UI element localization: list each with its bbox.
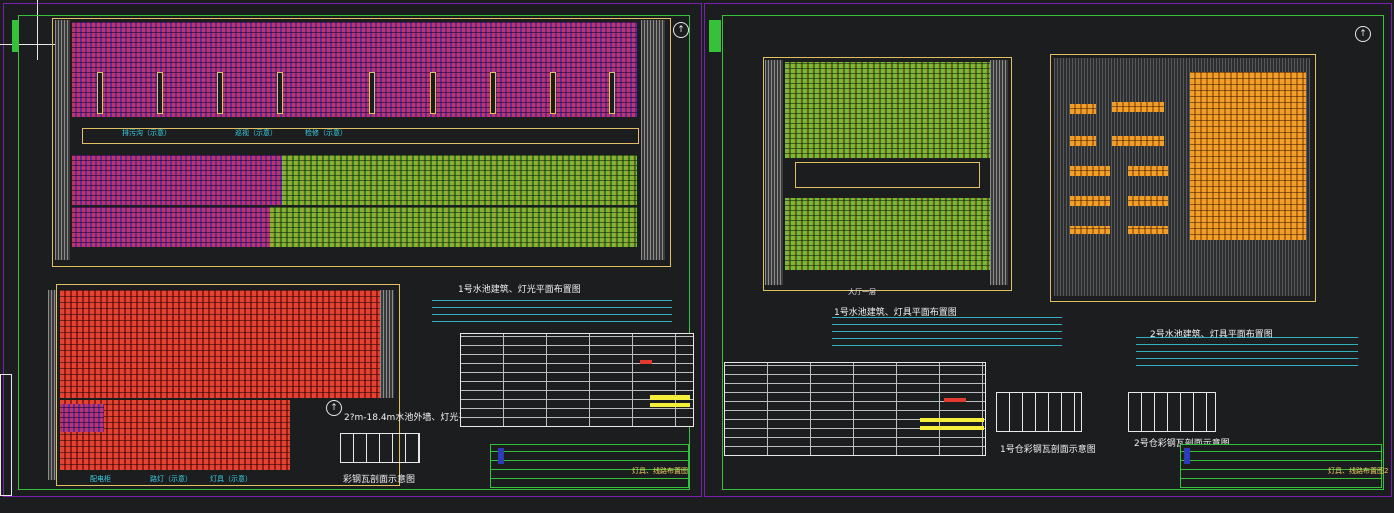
plan2-orange-small-1 [1070, 104, 1096, 114]
sheet2-frame [722, 15, 1384, 490]
top-plan-green-lower [282, 155, 637, 205]
top-plan-column-3 [217, 72, 223, 114]
plan1-gray-left [765, 60, 783, 285]
left-edge-strip [0, 374, 12, 496]
top-plan-gray-right [641, 20, 665, 260]
plan2-orange-small-6 [1128, 166, 1168, 176]
xsec-right-diagram [1128, 392, 1216, 432]
sheet2-table-highlight-2 [920, 426, 984, 430]
sheet2-right-title: 2号水池建筑、灯具平面布置图 [1150, 330, 1273, 340]
top-plan-green-bottom [270, 207, 637, 247]
plan2-orange-small-4 [1112, 136, 1164, 146]
north-arrow-icon: ↑ [673, 22, 689, 38]
plan2-orange-small-5 [1070, 166, 1110, 176]
plan1-corridor [795, 162, 980, 188]
xsec-left-diagram [340, 433, 420, 463]
sheet1-title-block [490, 444, 689, 488]
sheet1-notes [432, 294, 672, 328]
sheet1-equipment-table [460, 333, 694, 427]
sheet2-left-notes [832, 316, 1062, 352]
xsec-left-title: 彩钢瓦剖面示意图 [343, 475, 416, 485]
plan1-green-top [785, 62, 990, 158]
plan2-outline [1050, 54, 1316, 302]
sheet1-table-highlight-2 [650, 403, 690, 407]
top-plan-magenta-bottom [72, 207, 270, 247]
sheet2-table-red [944, 398, 966, 402]
top-plan-column-9 [609, 72, 615, 114]
north-arrow-lower-icon: ↑ [326, 400, 342, 416]
plan2-orange-small-2 [1112, 102, 1164, 112]
plan1-outline [763, 57, 1012, 291]
sheet2-title-block [1180, 444, 1382, 488]
lower-callout-2: 路灯（示意） [150, 475, 192, 483]
top-plan-column-4 [277, 72, 283, 114]
lower-plan-outline [56, 284, 400, 486]
sheet1-logo [498, 448, 504, 464]
top-callout-1: 排污沟（示意） [122, 129, 171, 137]
plan2-orange-small-8 [1128, 196, 1168, 206]
top-plan-corridor [82, 128, 639, 144]
sheet2-right-notes [1136, 336, 1358, 372]
crosshair-cursor [37, 0, 38, 60]
xsec-mid-diagram [996, 392, 1082, 432]
sheet1-table-highlight-1 [650, 395, 690, 400]
lower-plan-gray-left [48, 290, 56, 480]
top-plan-column-1 [97, 72, 103, 114]
plan1-stage-label: 大厅一层 [848, 288, 876, 296]
sheet1-table-red [640, 360, 652, 364]
lower-plan-title: 2?m-18.4m水池外墙、灯光平面布置图 [344, 413, 504, 423]
plan2-orange-small-10 [1128, 226, 1168, 234]
sheet2-titleblock-name: 灯具、线路布置图2 [1328, 467, 1389, 475]
crosshair-cursor-h [0, 44, 60, 45]
top-plan-magenta-top [72, 22, 637, 72]
top-plan-magenta-lower-left [72, 155, 282, 205]
sheet1-titleblock-name: 灯具、线路布置图 [632, 467, 688, 475]
plan1-gray-right [990, 60, 1008, 285]
sheet1-title: 1号水池建筑、灯光平面布置图 [458, 285, 581, 295]
plan2-orange-small-7 [1070, 196, 1110, 206]
sheet2-left-tab [709, 20, 721, 52]
top-plan-magenta-mid [72, 72, 637, 117]
top-plan-outline [52, 18, 671, 267]
lower-plan-magenta-block [60, 404, 104, 432]
sheet2-equipment-table [724, 362, 986, 456]
sheet1-left-tab [12, 20, 18, 52]
sheet-left-border [3, 3, 702, 497]
lower-plan-gray-right [380, 290, 394, 398]
sheet2-logo [1184, 448, 1190, 464]
sheet2-table-highlight-1 [920, 418, 984, 422]
top-plan-column-5 [369, 72, 375, 114]
top-plan-column-6 [430, 72, 436, 114]
lower-plan-red-field [60, 290, 394, 398]
top-plan-column-8 [550, 72, 556, 114]
plan2-orange-small-9 [1070, 226, 1110, 234]
sheet-right-border [704, 3, 1392, 497]
lower-callout-3: 灯具（示意） [210, 475, 252, 483]
plan1-green-bottom [785, 198, 990, 270]
top-plan-column-7 [490, 72, 496, 114]
top-callout-2: 巡视（示意） [235, 129, 277, 137]
sheet1-frame [18, 15, 690, 490]
plan2-orange-small-3 [1070, 136, 1096, 146]
sheet2-left-title: 1号水池建筑、灯具平面布置图 [834, 308, 957, 318]
north-arrow-right-icon: ↑ [1355, 26, 1371, 42]
plan2-orange-block [1190, 72, 1306, 240]
lower-callout-1: 配电柜 [90, 475, 111, 483]
top-plan-gray-left [55, 20, 70, 260]
top-callout-3: 检修（示意） [305, 129, 347, 137]
top-plan-column-2 [157, 72, 163, 114]
xsec-mid-title: 1号仓彩钢瓦剖面示意图 [1000, 445, 1096, 455]
